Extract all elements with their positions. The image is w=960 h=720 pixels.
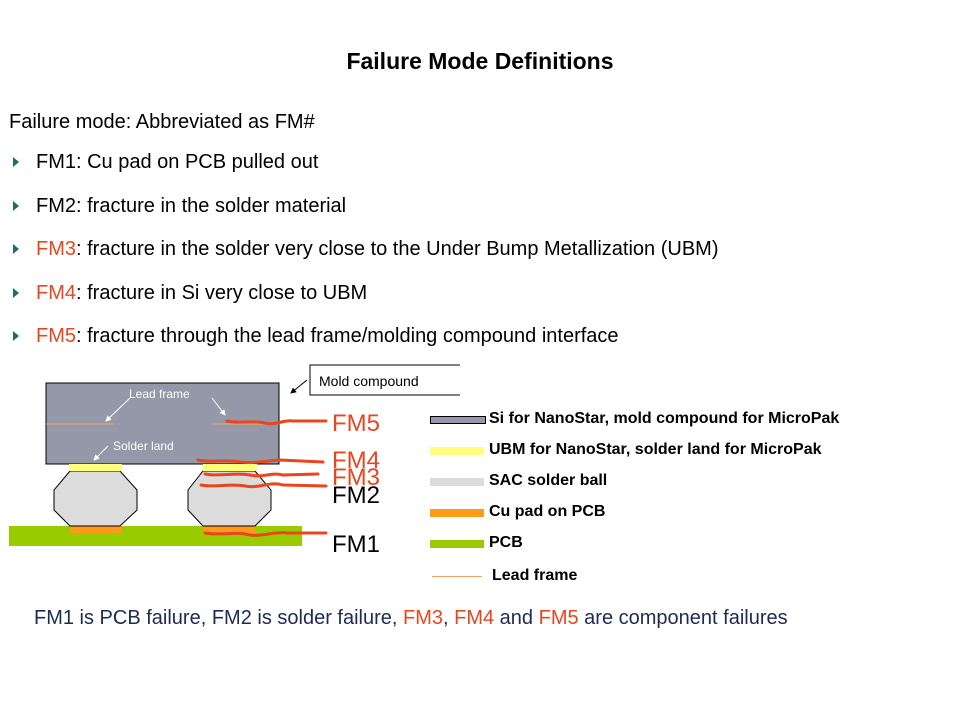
fm1-label: FM1 <box>332 531 380 558</box>
ubm-swatch-icon <box>430 447 484 455</box>
fm-description: : fracture in Si very close to UBM <box>76 281 368 304</box>
fm4-label: FM4 <box>332 447 380 474</box>
fm-code: FM4 <box>36 281 76 304</box>
triangle-bullet-icon <box>13 157 19 167</box>
summary-fm3: FM3 <box>403 607 443 629</box>
legend-label: Si for NanoStar, mold compound for Micro… <box>489 410 840 427</box>
summary-part: and <box>494 607 539 629</box>
fm-code: FM5 <box>36 325 76 347</box>
summary-part: , <box>443 607 455 629</box>
si-mold-swatch-icon <box>430 416 486 424</box>
pcb-swatch-icon <box>430 540 484 548</box>
intro-text: Failure mode: Abbreviated as FM# <box>9 111 315 133</box>
cu-pad-right <box>203 526 255 533</box>
solder-ball-right <box>187 470 272 527</box>
lead-frame-label: Lead frame <box>129 387 190 401</box>
fm2-label: FM2 <box>332 482 380 509</box>
mold-compound-callout: Mold compound <box>319 373 419 389</box>
solder-land-label: Solder land <box>113 439 174 453</box>
slide-title: Failure Mode Definitions <box>346 48 614 74</box>
fm5-label: FM5 <box>332 410 380 437</box>
list-item-fm5: FM5: fracture through the lead frame/mol… <box>10 324 718 368</box>
list-item-fm3: FM3: fracture in the solder very close t… <box>10 237 718 281</box>
crack-fm1 <box>203 531 328 537</box>
mold-compound-arrow <box>290 379 308 394</box>
fm-description: : fracture in the solder very close to t… <box>76 238 719 260</box>
solder-land-left <box>69 464 122 471</box>
fm-code: FM2 <box>36 194 76 217</box>
lead-frame-arrow-right <box>211 397 226 416</box>
cu-pad-swatch-icon <box>430 509 484 517</box>
crack-fm4 <box>196 458 325 465</box>
solder-land-arrow <box>93 445 109 461</box>
cu-pad-left <box>70 526 122 533</box>
crack-fm3 <box>203 472 320 478</box>
fm-description: : fracture in the solder material <box>76 194 347 217</box>
legend-label: SAC solder ball <box>489 472 608 489</box>
summary-fm5: FM5 <box>538 607 579 629</box>
triangle-bullet-icon <box>13 287 19 298</box>
fm3-label: FM3 <box>332 464 380 491</box>
list-item-fm4: FM4: fracture in Si very close to UBM <box>10 281 718 325</box>
summary-part: are component failures <box>578 607 788 629</box>
lead-frame-swatch-icon <box>432 576 482 577</box>
summary-text: FM1 is PCB failure, FM2 is solder failur… <box>34 604 874 633</box>
solder-ball-left <box>53 470 138 527</box>
lead-frame-arrow-left <box>105 397 131 422</box>
triangle-bullet-icon <box>13 331 19 341</box>
failure-mode-list: FM1: Cu pad on PCB pulled out FM2: fract… <box>10 150 718 368</box>
mold-compound-callout-box <box>309 364 460 396</box>
summary-part: FM1 is PCB failure, FM2 is solder failur… <box>34 607 403 629</box>
summary-fm4: FM4 <box>454 607 495 629</box>
fm-description: : fracture through the lead frame/moldin… <box>76 325 619 347</box>
solder-land-right <box>203 464 257 471</box>
list-item-fm2: FM2: fracture in the solder material <box>10 194 718 238</box>
package-cross-section-diagram: Lead frame Solder land Mold compound FM5… <box>9 364 460 558</box>
legend-label: Cu pad on PCB <box>489 503 606 520</box>
legend-label: UBM for NanoStar, solder land for MicroP… <box>489 441 822 458</box>
triangle-bullet-icon <box>13 200 19 211</box>
triangle-bullet-icon <box>13 244 19 254</box>
list-item-fm1: FM1: Cu pad on PCB pulled out <box>10 150 718 194</box>
solder-swatch-icon <box>430 478 484 486</box>
legend-label: PCB <box>489 534 523 551</box>
fm-code: FM1 <box>36 151 76 173</box>
fm-code: FM3 <box>36 238 76 260</box>
crack-fm5 <box>225 419 328 426</box>
fm-description: : Cu pad on PCB pulled out <box>76 151 319 173</box>
legend-label: Lead frame <box>492 567 578 584</box>
crack-fm2 <box>199 482 328 489</box>
